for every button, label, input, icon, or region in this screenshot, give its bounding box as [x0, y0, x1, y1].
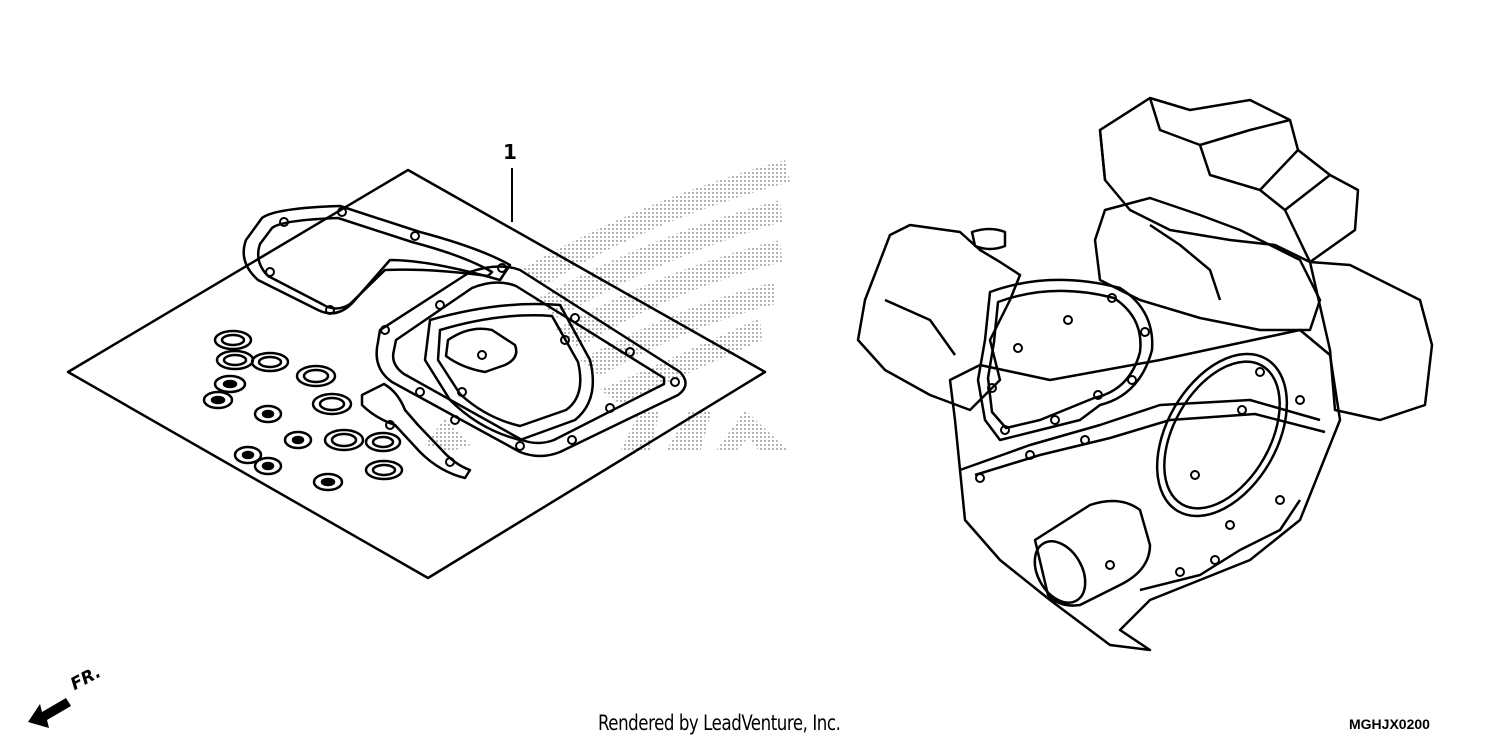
diagram-code: MGHJX0200	[1349, 716, 1430, 732]
crankcase	[948, 328, 1342, 652]
stator-gasket	[976, 278, 1154, 442]
cover-gasket-upper	[242, 204, 512, 315]
strainer-gasket	[444, 327, 518, 374]
honda-wing-watermark	[425, 160, 790, 452]
front-direction-arrow	[28, 698, 71, 728]
oil-filter	[1033, 499, 1152, 607]
right-side-cover	[1308, 260, 1434, 422]
clutch-gasket	[1155, 352, 1289, 518]
render-credit: Rendered by LeadVenture, Inc.	[598, 711, 841, 735]
bracket-gasket	[360, 382, 472, 480]
engine-assembly	[856, 96, 1434, 652]
gasket-kit	[66, 168, 767, 580]
gasket-sheet-outline	[66, 168, 767, 580]
callout-number-1: 1	[503, 140, 517, 164]
o-rings	[202, 329, 404, 492]
left-engine-cover	[856, 223, 1022, 412]
